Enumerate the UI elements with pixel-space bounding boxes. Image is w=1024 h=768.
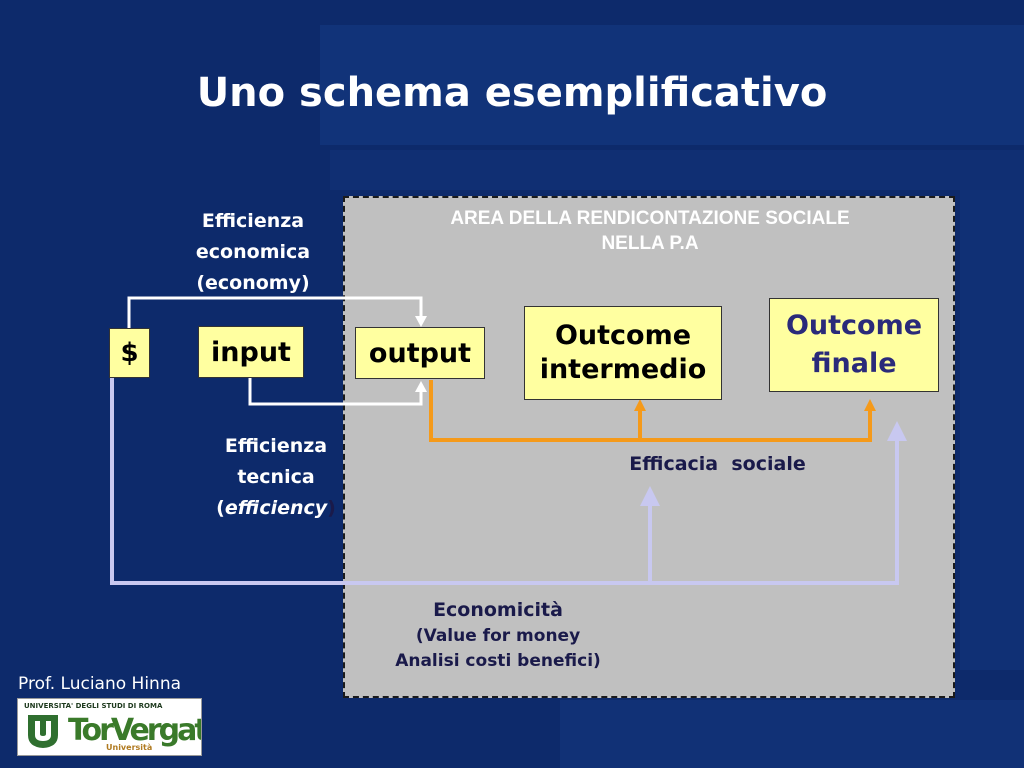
efficiency-connector <box>248 378 423 406</box>
label-line: (efficiency) <box>196 493 356 524</box>
background-decoration <box>320 25 1024 145</box>
input-node-label: input <box>211 336 291 368</box>
outcome-intermedio-line: intermedio <box>539 354 707 385</box>
arrowhead-lavender <box>887 421 907 441</box>
label-line: (Value for money <box>415 626 581 646</box>
logo-shield-icon <box>28 715 58 748</box>
economicita-connector <box>110 378 899 585</box>
input-node: input <box>198 326 304 378</box>
economicita-label: Economicità (Value for money Analisi cos… <box>370 596 626 674</box>
area-title: AREA DELLA RENDICONTAZIONE SOCIALE NELLA… <box>360 206 940 256</box>
outcome-finale-line: finale <box>811 348 897 379</box>
arrowhead-orange <box>864 399 876 411</box>
background-decoration <box>960 190 1024 670</box>
author-name: Prof. Luciano Hinna <box>18 674 182 694</box>
arrowhead-orange <box>634 399 646 411</box>
outcome-finale-line: Outcome <box>785 310 923 341</box>
output-node-label: output <box>368 337 472 369</box>
area-title-line: AREA DELLA RENDICONTAZIONE SOCIALE <box>450 208 850 229</box>
label-line: Efficienza <box>201 210 305 232</box>
economy-connector <box>127 296 423 328</box>
logo-wordmark: TorVergata <box>68 713 201 748</box>
outcome-intermedio-line: Outcome <box>554 320 692 351</box>
page-title: Uno schema esemplificativo <box>196 70 828 116</box>
efficacia-connector <box>429 380 872 442</box>
label-line: economica <box>195 241 311 263</box>
efficienza-tecnica-label: Efficienza tecnica (efficiency) <box>196 431 356 524</box>
background-decoration <box>330 150 1024 190</box>
outcome-finale-node: Outcome finale <box>769 298 939 392</box>
arrowhead-white <box>415 381 427 392</box>
efficienza-economica-label: Efficienza economica (economy) <box>180 206 326 299</box>
label-line: Economicità <box>433 599 563 621</box>
university-logo: UNIVERSITA' DEGLI STUDI DI ROMA TorVerga… <box>17 698 202 756</box>
logo-caption: UNIVERSITA' DEGLI STUDI DI ROMA <box>24 702 163 710</box>
outcome-intermedio-node: Outcome intermedio <box>524 306 722 400</box>
label-line: Analisi costi benefici) <box>395 651 601 671</box>
arrowhead-white <box>415 316 427 327</box>
paren-open: ( <box>216 497 225 519</box>
label-line: tecnica <box>237 466 315 488</box>
label-line: (economy) <box>196 272 310 294</box>
logo-subcaption: Università <box>106 743 153 752</box>
arrowhead-lavender <box>640 486 660 506</box>
social-reporting-area <box>343 196 955 698</box>
paren-close: ) <box>327 497 336 519</box>
background-decoration <box>560 700 1024 768</box>
output-node: output <box>355 327 485 379</box>
dollar-node: $ <box>109 328 150 378</box>
dollar-node-label: $ <box>120 338 139 368</box>
area-title-line: NELLA P.A <box>601 233 699 254</box>
efficiency-term: efficiency <box>224 497 328 519</box>
efficacia-sociale-label: Efficacia sociale <box>629 453 806 475</box>
label-line: Efficienza <box>224 435 328 457</box>
